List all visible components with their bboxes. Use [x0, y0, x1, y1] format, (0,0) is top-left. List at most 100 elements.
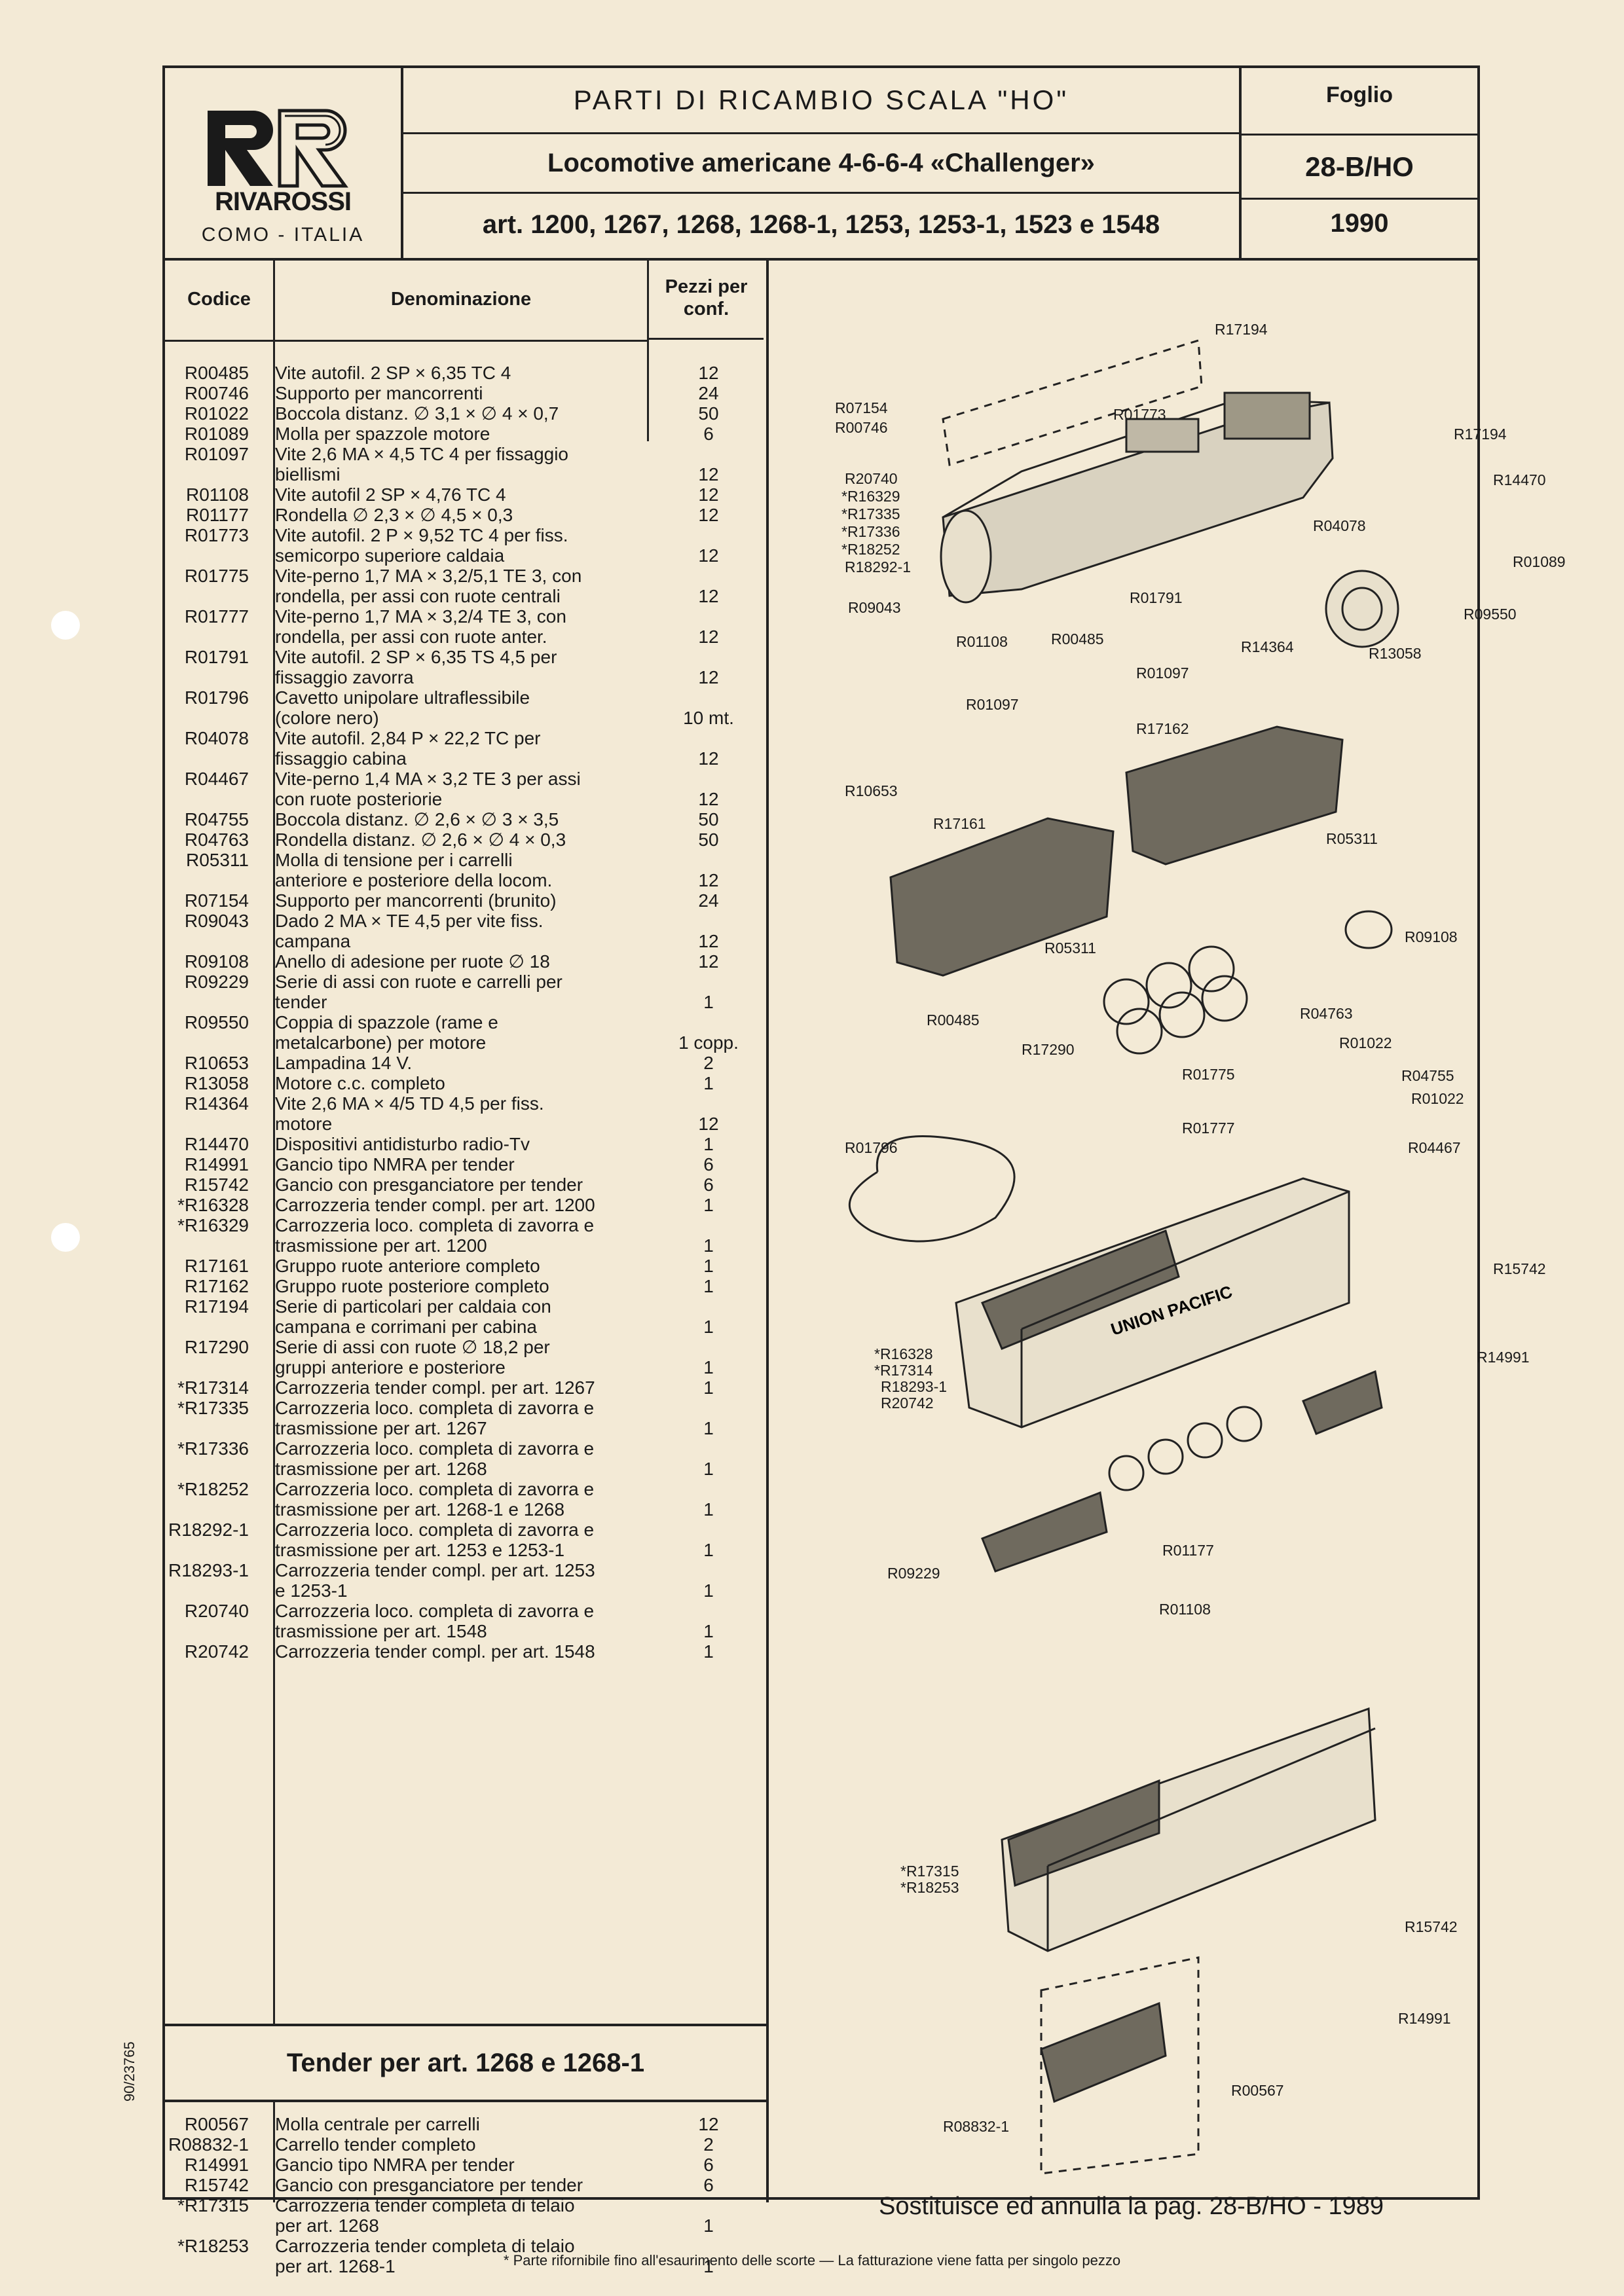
part-name: Rondella distanz. ∅ 2,6 × ∅ 4 × 0,3 — [275, 829, 566, 850]
part-callout-label: R14991 — [1477, 1349, 1530, 1366]
part-callout-label: R00746 — [835, 419, 888, 436]
part-code: R01022 — [184, 403, 249, 424]
part-callout-label: R01108 — [956, 633, 1008, 650]
bogie-outline — [1040, 1956, 1200, 2175]
part-callout-label: *R17335 — [841, 505, 900, 522]
front-chassis-drawing — [889, 725, 1344, 977]
details-outline — [942, 339, 1203, 466]
part-name: Supporto per mancorrenti — [275, 383, 483, 403]
part-qty: 6 — [703, 2175, 714, 2195]
rivarossi-logo-icon — [208, 109, 348, 188]
part-code: R09043 — [184, 911, 249, 931]
part-code: R01089 — [184, 424, 249, 444]
column-divider — [273, 2102, 275, 2202]
logo-city: COMO - ITALIA — [201, 224, 365, 246]
locomotive-body-drawing — [940, 392, 1334, 604]
part-code: R04078 — [184, 728, 249, 748]
part-qty: 12 — [698, 870, 719, 890]
part-callout-label: R17161 — [933, 815, 986, 832]
part-name: Cavetto unipolare ultraflessibile(colore… — [275, 687, 530, 728]
part-callout-label: R08832-1 — [943, 2118, 1010, 2135]
part-qty: 1 — [703, 1580, 714, 1601]
part-qty: 1 — [703, 1073, 714, 1093]
part-code: R00485 — [184, 363, 249, 383]
part-name: Dado 2 MA × TE 4,5 per vite fiss.campana — [275, 911, 544, 951]
part-name: Molla per spazzole motore — [275, 424, 490, 444]
part-qty: 1 — [703, 992, 714, 1012]
part-code: R14991 — [184, 2155, 249, 2175]
part-code: *R18252 — [177, 1479, 249, 1499]
part-callout-label: R01097 — [966, 696, 1019, 713]
part-callout-label: R15742 — [1493, 1260, 1546, 1277]
part-callout-label: R09043 — [848, 599, 901, 616]
part-callout-label: R00567 — [1231, 2082, 1284, 2099]
part-callout-label: R13058 — [1369, 645, 1422, 662]
part-callout-label: R09229 — [887, 1565, 940, 1582]
part-callout-label: *R18252 — [841, 541, 900, 558]
table-row: R09043 Dado 2 MA × TE 4,5 per vite fiss.c… — [165, 911, 766, 951]
part-callout-label: R05311 — [1044, 939, 1096, 957]
part-code: R01775 — [184, 566, 249, 586]
part-name: Carrello tender completo — [275, 2134, 476, 2155]
part-qty: 1 copp. — [678, 1032, 739, 1053]
part-qty: 50 — [698, 809, 719, 829]
part-qty: 24 — [698, 890, 719, 911]
part-code: R17290 — [184, 1337, 249, 1357]
part-callout-label: R04755 — [1401, 1067, 1454, 1084]
part-callout-label: R14991 — [1398, 2010, 1451, 2027]
part-code: R04763 — [184, 829, 249, 850]
column-header-qty: Pezzi per conf. — [649, 258, 764, 340]
part-code: R18293-1 — [168, 1560, 249, 1580]
part-qty: 12 — [698, 545, 719, 566]
punch-hole — [51, 1223, 80, 1252]
part-name: Gruppo ruote posteriore completo — [275, 1276, 549, 1296]
part-callout-label: R00485 — [1051, 630, 1104, 647]
part-callout-label: R09550 — [1464, 606, 1517, 623]
part-name: Vite autofil 2 SP × 4,76 TC 4 — [275, 484, 506, 505]
part-qty: 12 — [698, 667, 719, 687]
part-code: R01791 — [184, 647, 249, 667]
part-callout-label: R01108 — [1159, 1601, 1211, 1618]
part-callout-label: R01791 — [1130, 589, 1183, 606]
part-qty: 1 — [703, 1621, 714, 1641]
part-code: R10653 — [184, 1053, 249, 1073]
part-qty: 1 — [703, 1195, 714, 1215]
footnote: * Parte rifornibile fino all'esaurimento… — [503, 2252, 1121, 2269]
part-code: R09108 — [184, 951, 249, 972]
parts-table: Codice Denominazione Pezzi per conf. R00… — [165, 258, 769, 2276]
part-code: R01177 — [185, 505, 249, 525]
part-code: *R16328 — [177, 1195, 249, 1215]
part-callout-label: *R18253 — [900, 1879, 959, 1896]
column-divider — [647, 258, 649, 441]
part-name: Rondella ∅ 2,3 × ∅ 4,5 × 0,3 — [275, 505, 513, 525]
part-name: Gancio con presganciatore per tender — [275, 1175, 583, 1195]
table-row: *R18252 Carrozzeria loco. completa di zav… — [165, 1479, 766, 1520]
part-name: Vite autofil. 2 SP × 6,35 TC 4 — [275, 363, 511, 383]
part-name: Gancio con presganciatore per tender — [275, 2175, 583, 2195]
part-qty: 12 — [698, 484, 719, 505]
part-qty: 6 — [703, 1154, 714, 1175]
part-code: *R17314 — [177, 1377, 249, 1398]
